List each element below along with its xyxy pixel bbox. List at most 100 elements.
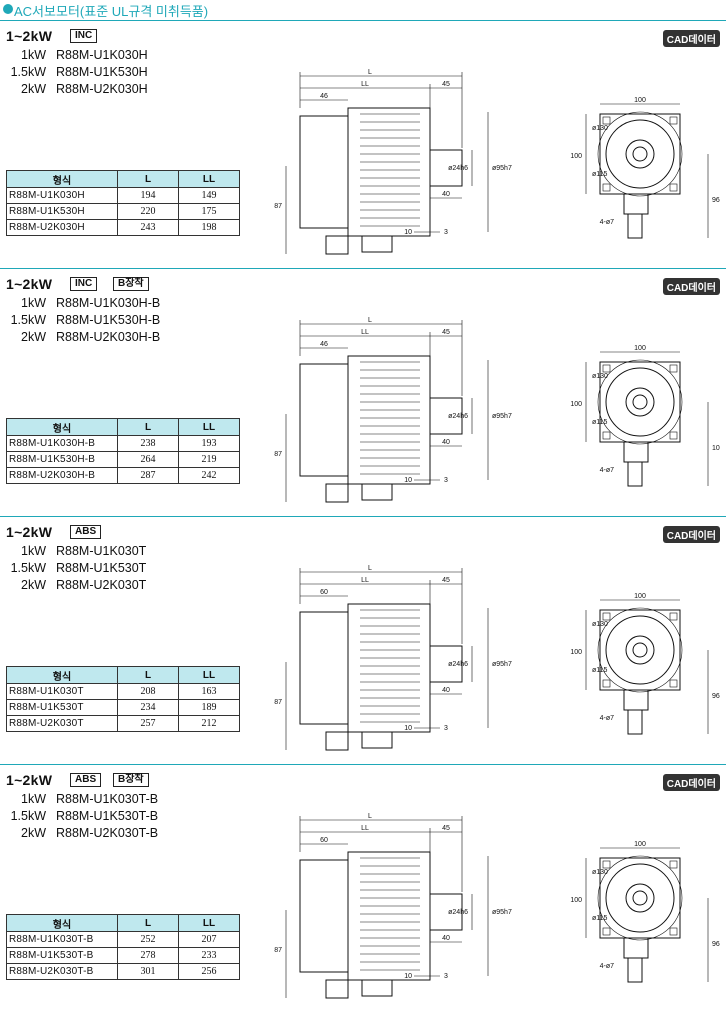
motor-body-shape: [347, 107, 431, 237]
dim-ll: LL: [361, 329, 369, 336]
encoder-badge: ABS: [70, 525, 102, 539]
section-heading: 1~2kW: [6, 772, 53, 788]
dim-mounting-holes: 4-ø7: [600, 963, 615, 970]
cad-data-button[interactable]: CAD데이터: [662, 526, 720, 543]
table-header-row: 형식 L LL: [6, 666, 240, 684]
dim-flange-offset: 10: [404, 973, 412, 980]
dim-shaft-diameter: ø24h6: [448, 661, 468, 668]
col-header-l: L: [117, 170, 179, 188]
dim-shaft-length: 45: [442, 825, 450, 832]
dim-mounting-holes: 4-ø7: [600, 715, 615, 722]
encoder-cover-shape: [299, 115, 349, 229]
connector-shape: [361, 979, 393, 997]
dim-flange-height: 100: [570, 649, 582, 656]
dim-flange-width: 100: [634, 97, 646, 104]
dim-l: L: [368, 69, 372, 76]
dim-pilot-diameter: ø95h7: [492, 413, 512, 420]
dim-encoder-length: 46: [320, 93, 328, 100]
connector-shape: [627, 957, 643, 983]
col-header-model: 형식: [6, 914, 118, 932]
dim-key-length: 40: [442, 687, 450, 694]
dim-flange-width: 100: [634, 593, 646, 600]
motor-dimension-drawing: L LL 46 45 40 10 3 87 ø24h6 ø95h7: [274, 69, 720, 255]
dim-shaft-length: 45: [442, 577, 450, 584]
dim-pilot-circle: ø115: [592, 915, 608, 922]
col-header-ll: LL: [178, 666, 240, 684]
section-divider: [0, 268, 726, 269]
col-header-ll: LL: [178, 914, 240, 932]
col-header-model: 형식: [6, 666, 118, 684]
brake-badge: B장착: [113, 773, 149, 787]
dim-height: 87: [274, 203, 282, 210]
dim-pilot-diameter: ø95h7: [492, 909, 512, 916]
cad-data-button[interactable]: CAD데이터: [662, 774, 720, 791]
connector-shape: [623, 441, 649, 463]
cad-data-button[interactable]: CAD데이터: [662, 278, 720, 295]
dim-flange-height: 100: [570, 897, 582, 904]
front-view: [585, 847, 709, 983]
shaft-shape: [429, 397, 463, 435]
dim-flange-width: 100: [634, 841, 646, 848]
dim-pilot-diameter: ø95h7: [492, 165, 512, 172]
section-heading: 1~2kW: [6, 524, 53, 540]
connector-shape: [325, 235, 349, 255]
dim-flange-offset: 10: [404, 477, 412, 484]
encoder-badge: ABS: [70, 773, 102, 787]
connector-shape: [627, 709, 643, 735]
side-view: [285, 320, 489, 503]
dim-flange-height: 100: [570, 153, 582, 160]
dim-mounting-holes: 4-ø7: [600, 467, 615, 474]
dim-shaft-length: 45: [442, 81, 450, 88]
dim-bolt-circle: ø130: [592, 621, 608, 628]
side-view: [285, 72, 489, 255]
dim-bolt-circle: ø130: [592, 373, 608, 380]
dim-flange-thickness: 3: [444, 973, 448, 980]
dim-height: 87: [274, 947, 282, 954]
dim-shaft-length: 45: [442, 329, 450, 336]
connector-shape: [361, 235, 393, 253]
connector-shape: [325, 731, 349, 751]
connector-shape: [361, 731, 393, 749]
dim-bolt-circle: ø130: [592, 125, 608, 132]
side-view: [285, 816, 489, 999]
front-view: [585, 103, 709, 239]
dim-connector-height: 100: [712, 445, 720, 452]
encoder-badge: INC: [70, 277, 98, 291]
cad-data-button[interactable]: CAD데이터: [662, 30, 720, 47]
encoder-cover-shape: [299, 859, 349, 973]
table-header-row: 형식 L LL: [6, 170, 240, 188]
shaft-shape: [429, 149, 463, 187]
dim-encoder-length: 46: [320, 341, 328, 348]
connector-shape: [623, 193, 649, 215]
section-heading: 1~2kW: [6, 276, 53, 292]
col-header-l: L: [117, 418, 179, 436]
col-header-l: L: [117, 914, 179, 932]
flange-shape: [599, 113, 681, 195]
motor-body-shape: [347, 851, 431, 981]
dim-l: L: [368, 813, 372, 820]
connector-shape: [623, 689, 649, 711]
dim-encoder-length: 60: [320, 589, 328, 596]
motor-body-shape: [347, 355, 431, 485]
dim-l: L: [368, 565, 372, 572]
shaft-shape: [429, 893, 463, 931]
motor-dimension-drawing: L LL 60 45 40 10 3 87 ø24h6 ø95h7: [274, 813, 720, 999]
connector-shape: [325, 979, 349, 999]
col-header-model: 형식: [6, 418, 118, 436]
